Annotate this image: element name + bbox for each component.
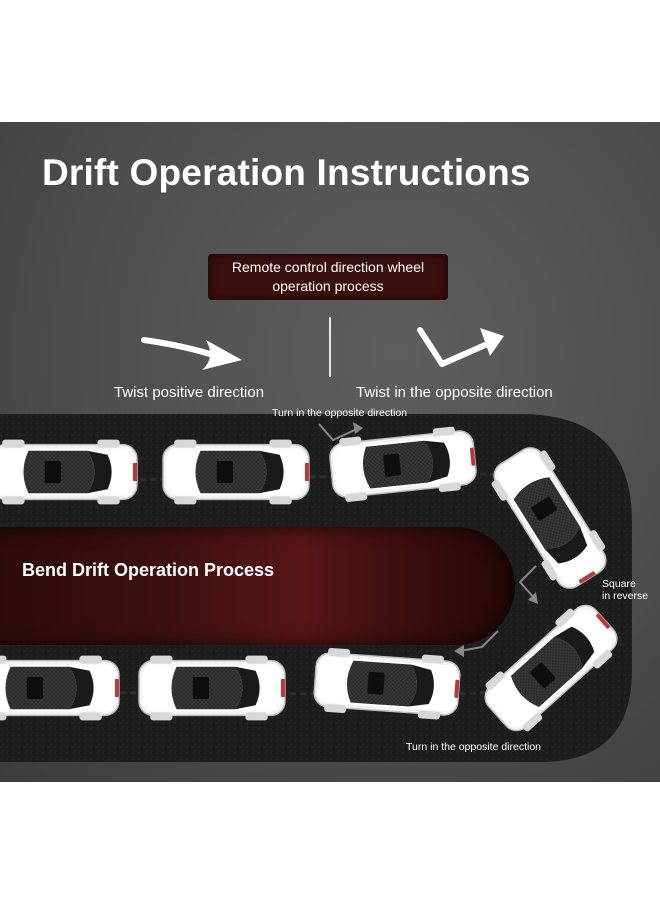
twist-opposite-caption: Twist in the opposite direction xyxy=(356,384,553,401)
drift-instructions-panel: Drift Operation Instructions Remote cont… xyxy=(0,122,660,782)
direction-arrow-icon xyxy=(518,565,538,604)
drift-car-icon xyxy=(162,438,310,506)
turn-opposite-caption-bottom: Turn in the opposite direction xyxy=(406,741,542,753)
drift-car-icon xyxy=(0,438,138,506)
divider-line xyxy=(329,317,331,377)
direction-arrow-icon xyxy=(318,422,363,442)
twist-positive-caption: Twist positive direction xyxy=(114,384,265,401)
turn-opposite-caption-top: Turn in the opposite direction xyxy=(272,407,408,419)
square-reverse-line1: Square xyxy=(602,578,636,590)
curved-arrow-icon xyxy=(141,337,242,370)
drift-car-icon xyxy=(138,654,286,722)
remote-label-line1: Remote control direction wheel xyxy=(231,259,425,275)
square-reverse-line2: in reverse xyxy=(602,590,649,602)
bend-drift-label: Bend Drift Operation Process xyxy=(22,560,275,580)
remote-label-line2: operation process xyxy=(272,278,384,294)
direction-arrow-icon xyxy=(454,630,499,657)
drift-car-icon xyxy=(0,654,120,722)
remote-control-label: Remote control direction wheel operation… xyxy=(208,254,448,300)
page-title: Drift Operation Instructions xyxy=(42,152,531,193)
square-reverse-caption: Square in reverse xyxy=(602,578,648,602)
center-panel xyxy=(0,527,515,645)
drift-car-icon xyxy=(312,646,462,722)
check-arrow-icon xyxy=(417,327,504,367)
